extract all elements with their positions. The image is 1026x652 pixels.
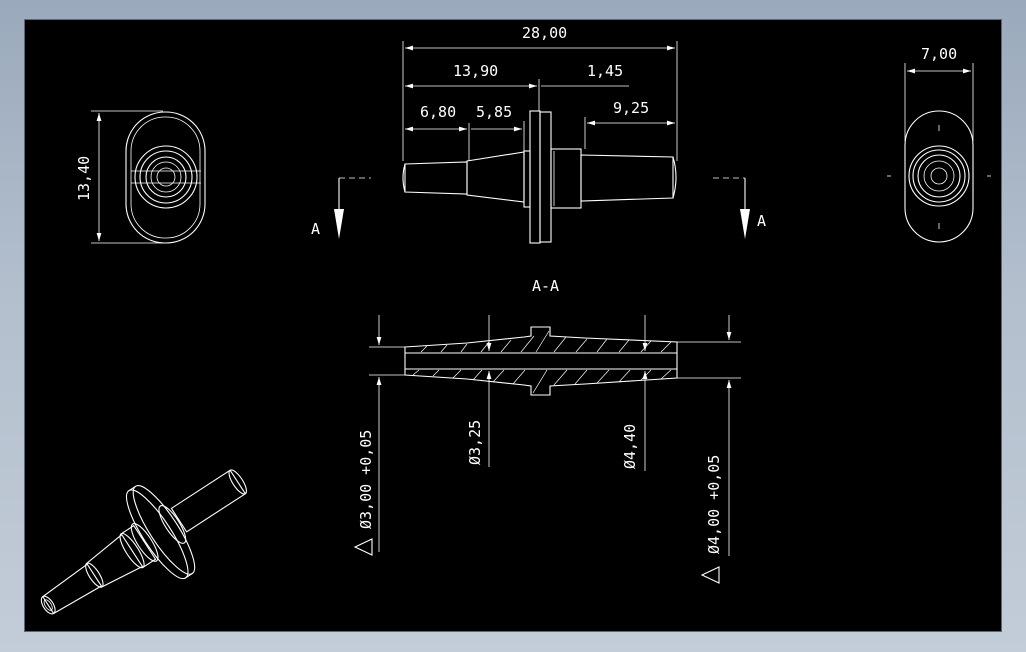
right-end-view: 7,00: [887, 45, 991, 243]
section-marker-right: A: [757, 212, 766, 230]
section-view: A-A: [353, 277, 741, 584]
dim-dia-left: Ø3,00 +0,05: [357, 430, 375, 529]
dim-side-height: 13,40: [75, 156, 93, 201]
dim-dia-inner-left: Ø3,25: [466, 420, 484, 465]
left-end-view: 13,40: [75, 110, 206, 244]
cad-drawing: 13,40 28,00 13,90 1,45 6,80 5,85: [40, 24, 991, 615]
dim-dia-right: Ø4,00 +0,05: [705, 455, 723, 554]
hatch-lower: [412, 369, 672, 394]
dim-left-step: 6,80: [420, 103, 456, 121]
dim-right-length: 9,25: [613, 99, 649, 117]
dim-second-step: 5,85: [476, 103, 512, 121]
drawing-sheet: 13,40 28,00 13,90 1,45 6,80 5,85: [24, 19, 1002, 632]
dim-right-width: 7,00: [921, 45, 957, 63]
hatch-upper: [420, 330, 672, 353]
section-title: A-A: [532, 277, 559, 295]
dim-dia-inner-right: Ø4,40: [621, 424, 639, 469]
isometric-view: [40, 469, 247, 615]
dim-overall-length: 28,00: [522, 24, 567, 42]
dim-flange-offset: 1,45: [587, 62, 623, 80]
dim-left-to-flange: 13,90: [453, 62, 498, 80]
section-marker-left: A: [311, 220, 320, 238]
front-view: 28,00 13,90 1,45 6,80 5,85 9,25 A A: [311, 24, 766, 244]
